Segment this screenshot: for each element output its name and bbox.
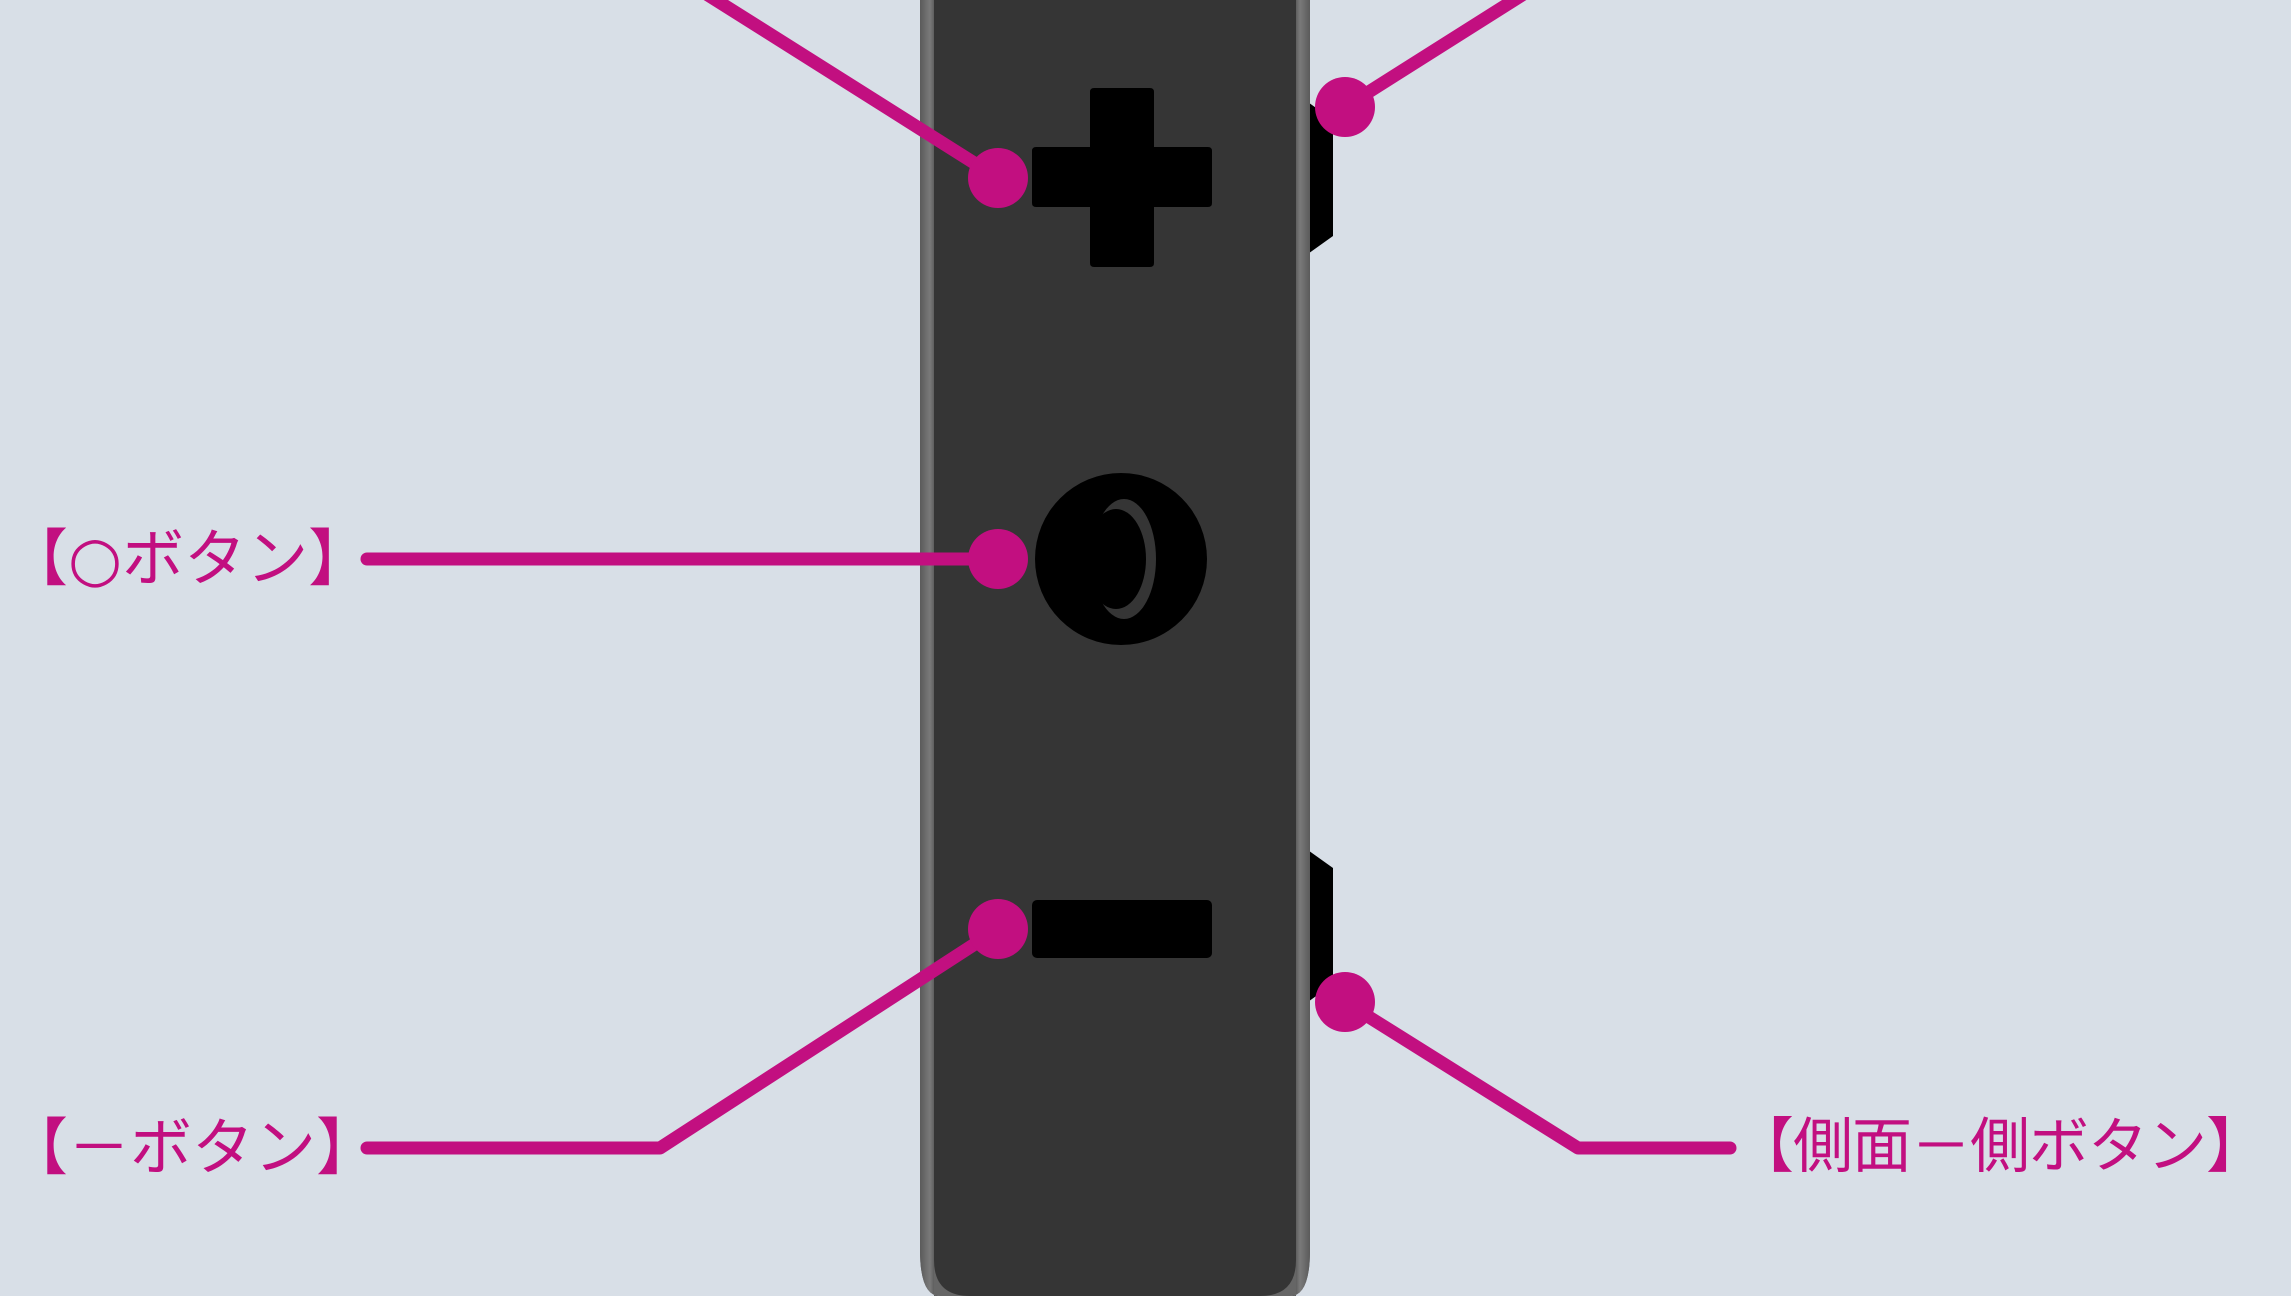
leader-line-minus	[360, 922, 1005, 1155]
leader-line-plus	[703, 0, 1005, 185]
label-minus-button: 【－ボタン】	[6, 1111, 379, 1184]
moon-circle-icon	[1035, 473, 1207, 645]
side-plus-button	[1305, 100, 1333, 256]
side-minus-button	[1305, 848, 1333, 1004]
callout-dot-plus	[968, 148, 1028, 208]
leader-line-side-plus	[1338, 0, 1527, 114]
callout-dot-minus	[968, 899, 1028, 959]
device-body	[920, 0, 1310, 1296]
label-o-button: 【○ボタン】	[6, 522, 371, 595]
callout-dot-o	[968, 529, 1028, 589]
callout-dot-side-plus	[1315, 77, 1375, 137]
plus-icon	[1032, 88, 1212, 267]
label-side-minus-button: 【側面－側ボタン】	[1734, 1112, 2266, 1182]
leader-line-side-minus	[1338, 995, 1737, 1155]
callout-dot-side-minus	[1315, 972, 1375, 1032]
minus-icon	[1032, 900, 1212, 958]
